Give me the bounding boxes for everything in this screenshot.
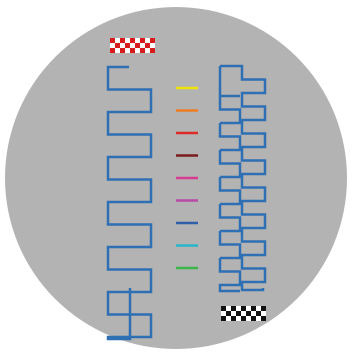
finish-flag-cell bbox=[246, 311, 251, 316]
start-flag-cell bbox=[120, 38, 125, 43]
start-flag-cell bbox=[125, 43, 130, 48]
start-flag-cell bbox=[115, 38, 120, 43]
start-flag-cell bbox=[150, 38, 155, 43]
start-flag-cell bbox=[110, 38, 115, 43]
start-flag-cell bbox=[145, 48, 150, 53]
start-flag-cell bbox=[115, 43, 120, 48]
finish-flag-cell bbox=[241, 316, 246, 321]
start-flag-cell bbox=[130, 43, 135, 48]
finish-flag-cell bbox=[251, 316, 256, 321]
finish-flag-cell bbox=[221, 316, 226, 321]
finish-flag-cell bbox=[231, 311, 236, 316]
start-flag-cell bbox=[140, 43, 145, 48]
start-flag-cell bbox=[125, 38, 130, 43]
finish-flag-cell bbox=[236, 306, 241, 311]
finish-flag[interactable] bbox=[221, 306, 266, 321]
start-flag-cell bbox=[110, 43, 115, 48]
start-flag-cell bbox=[145, 43, 150, 48]
left-zigzag-path[interactable] bbox=[106, 65, 153, 341]
start-flag-cell bbox=[145, 38, 150, 43]
finish-flag-cell bbox=[236, 311, 241, 316]
start-flag-cell bbox=[120, 48, 125, 53]
finish-flag-cell bbox=[256, 306, 261, 311]
start-flag-cell bbox=[130, 38, 135, 43]
finish-flag-cell bbox=[241, 306, 246, 311]
start-flag-cell bbox=[115, 48, 120, 53]
start-flag-cell bbox=[120, 43, 125, 48]
start-flag-cell bbox=[140, 38, 145, 43]
start-flag-cell bbox=[150, 43, 155, 48]
color-bar-palette bbox=[176, 86, 198, 270]
start-flag-cell bbox=[135, 43, 140, 48]
right-zigzag-path[interactable] bbox=[218, 64, 267, 293]
finish-flag-cell bbox=[246, 306, 251, 311]
finish-flag-cell bbox=[256, 311, 261, 316]
finish-flag-cell bbox=[221, 311, 226, 316]
finish-flag-cell bbox=[246, 316, 251, 321]
start-flag-cell bbox=[125, 48, 130, 53]
finish-flag-cell bbox=[261, 316, 266, 321]
finish-flag-cell bbox=[221, 306, 226, 311]
start-flag-cell bbox=[130, 48, 135, 53]
start-flag-cell bbox=[140, 48, 145, 53]
start-flag[interactable] bbox=[110, 38, 155, 53]
start-flag-cell bbox=[135, 48, 140, 53]
finish-flag-cell bbox=[251, 306, 256, 311]
finish-flag-cell bbox=[226, 316, 231, 321]
finish-flag-cell bbox=[261, 311, 266, 316]
start-flag-cell bbox=[110, 48, 115, 53]
finish-flag-cell bbox=[226, 306, 231, 311]
finish-flag-cell bbox=[261, 306, 266, 311]
finish-flag-cell bbox=[231, 306, 236, 311]
start-flag-cell bbox=[150, 48, 155, 53]
finish-flag-cell bbox=[236, 316, 241, 321]
start-flag-cell bbox=[135, 38, 140, 43]
finish-flag-cell bbox=[251, 311, 256, 316]
finish-flag-cell bbox=[226, 311, 231, 316]
finish-flag-cell bbox=[231, 316, 236, 321]
finish-flag-cell bbox=[241, 311, 246, 316]
finish-flag-cell bbox=[256, 316, 261, 321]
